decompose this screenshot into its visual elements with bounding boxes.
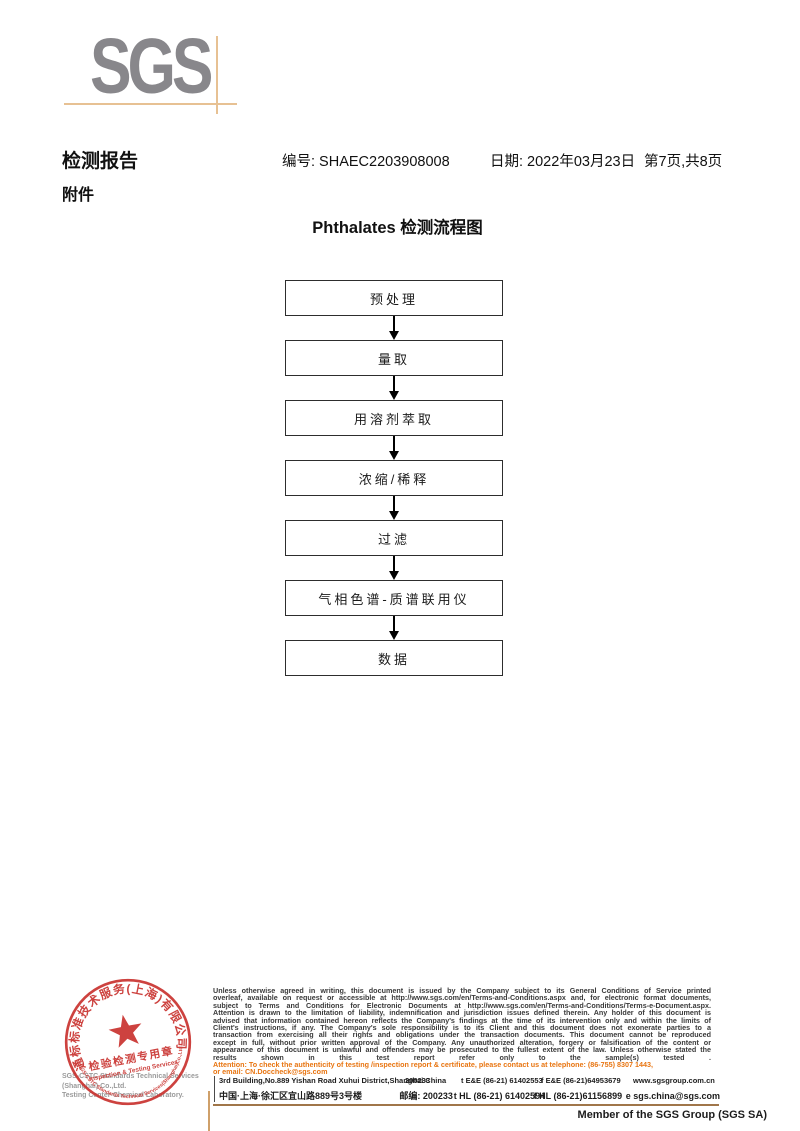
down-arrow-icon [389,616,399,640]
attention-line1: Attention: To check the authenticity of … [213,1060,654,1069]
flow-step-label: 预处理 [369,291,418,307]
tel-cn: t HL (86-21) 61402594 [453,1091,546,1101]
attention-line2: or email: CN.Doccheck@sgs.com [213,1067,328,1077]
disclaimer-line: Attention is drawn to the limitation of … [213,1008,711,1018]
flow-step: 预处理 [285,280,503,340]
flow-step-label: 气相色谱-质谱联用仪 [318,591,470,607]
arrow-stem [393,616,395,631]
email-link: e sgs.china@sgs.com [625,1091,720,1101]
down-arrow-icon [389,556,399,580]
arrow-stem [393,376,395,391]
address-row-en: 3rd Building,No.889 Yishan Road Xuhui Di… [219,1076,720,1089]
logo-crosshair-hline [64,103,237,105]
flow-step: 浓缩/稀释 [285,460,503,520]
flowchart-title: Phthalates 检测流程图 [312,219,483,237]
flow-step-box: 用溶剂萃取 [285,400,503,436]
flow-step-box: 过滤 [285,520,503,556]
address-row-cn: 中国·上海·徐汇区宜山路889号3号楼 邮编: 200233 t HL (86-… [219,1089,720,1102]
disclaimer-line: results shown in this test report refer … [213,1052,711,1062]
flow-step: 过滤 [285,520,503,580]
down-arrow-icon [389,436,399,460]
disclaimer-line: appearance of this document is unlawful … [213,1045,711,1055]
flow-step-box: 预处理 [285,280,503,316]
arrow-head [389,571,399,580]
flow-step-label: 用溶剂萃取 [353,411,434,427]
arrow-stem [393,316,395,331]
footer-rule [213,1104,719,1106]
tel-en: t E&E (86-21) 61402553 [461,1076,543,1085]
sgs-logo: SGS [90,23,213,110]
arrow-stem [393,436,395,451]
footer-crop-vline [208,1091,210,1131]
address-cn: 中国·上海·徐汇区宜山路889号3号楼 [219,1091,363,1101]
flow-step-box: 数据 [285,640,503,676]
flow-step-label: 过滤 [377,531,410,547]
arrow-head [389,391,399,400]
postal-code-en: 200233 [405,1076,431,1085]
flow-step-box: 量取 [285,340,503,376]
attention-notice: Attention: To check the authenticity of … [213,1061,713,1076]
attachment-label: 附件 [62,187,95,204]
down-arrow-icon [389,316,399,340]
address-en: 3rd Building,No.889 Yishan Road Xuhui Di… [219,1076,447,1085]
report-number: 编号: SHAEC2203908008 [282,154,450,170]
disclaimer-line: advised that information contained hereo… [213,1015,711,1025]
address-block: 3rd Building,No.889 Yishan Road Xuhui Di… [214,1076,720,1102]
logo-crosshair-vline [216,36,218,114]
stamp-svg: 通标标准技术服务(上海)有限公司 检验检测专用章 Inspection & Te… [57,971,193,1109]
flow-step-box: 气相色谱-质谱联用仪 [285,580,503,616]
flow-step-label: 数据 [377,651,410,667]
report-title: 检测报告 [62,151,139,172]
disclaimer-line: Client's instructions, if any. The Compa… [213,1023,711,1033]
legal-disclaimer: Unless otherwise agreed in writing, this… [213,987,711,1061]
sgs-member-text: Member of the SGS Group (SGS SA) [577,1109,767,1121]
flow-step-label: 浓缩/稀释 [358,471,430,487]
flow-step: 用溶剂萃取 [285,400,503,460]
company-name-lines: SGS-CSTC Standards Technical Services (S… [62,1072,222,1101]
fax-en: f E&E (86-21)64953679 [541,1076,621,1085]
stamp-ring [64,978,192,1106]
inspection-stamp: 通标标准技术服务(上海)有限公司 检验检测专用章 Inspection & Te… [48,962,207,1121]
company-name-line1: SGS-CSTC Standards Technical Services (S… [62,1073,199,1090]
company-name-line2: Testing Center-Chemical Laboratory. [62,1092,184,1099]
arrow-head [389,451,399,460]
flow-step: 数据 [285,640,503,676]
fax-cn: f HL (86-21)61156899 [533,1091,623,1101]
postal-code-cn: 邮编: 200233 [399,1091,453,1101]
stamp-star-icon [108,1014,142,1048]
report-date: 日期: 2022年03月23日 [490,154,636,170]
arrow-head [389,631,399,640]
disclaimer-line: transaction from exercising all their ri… [213,1030,711,1040]
arrow-stem [393,496,395,511]
disclaimer-line: except in full, without prior written ap… [213,1037,711,1047]
disclaimer-line: subject to Terms and Conditions for Elec… [213,1000,711,1010]
page-indicator: 第7页,共8页 [644,154,723,170]
arrow-head [389,331,399,340]
flow-step: 气相色谱-质谱联用仪 [285,580,503,640]
disclaimer-line: Unless otherwise agreed in writing, this… [213,986,711,995]
flow-step: 量取 [285,340,503,400]
down-arrow-icon [389,376,399,400]
flow-step-box: 浓缩/稀释 [285,460,503,496]
down-arrow-icon [389,496,399,520]
disclaimer-line: overleaf, available on request or access… [213,993,711,1003]
arrow-head [389,511,399,520]
arrow-stem [393,556,395,571]
website-link: www.sgsgroup.com.cn [633,1076,715,1085]
flow-step-label: 量取 [377,351,410,367]
flowchart: 预处理 量取 用溶剂萃取 [285,280,503,676]
